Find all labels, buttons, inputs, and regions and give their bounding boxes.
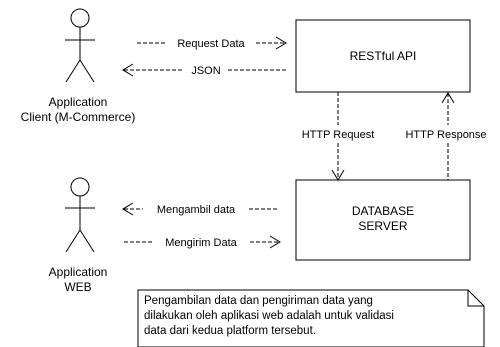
mengambil-data-label: Mengambil data — [157, 204, 236, 216]
json-label: JSON — [191, 65, 220, 77]
client-actor-icon — [65, 8, 95, 83]
rest-api-box — [295, 19, 471, 93]
mengirim-data-label-background — [164, 237, 239, 249]
note-line-2: dilakukan oleh aplikasi web adalah untuk… — [144, 310, 394, 322]
database-server-box — [295, 179, 471, 261]
json-label-background — [190, 65, 222, 77]
rest-api-label: RESTful API — [350, 49, 417, 63]
http-response-label: HTTP Response — [405, 129, 486, 141]
note-line-3: data dari kedua platform tersebut. — [144, 325, 316, 337]
database-label-line-2: SERVER — [358, 219, 407, 233]
web-actor-label-line-2: WEB — [64, 280, 91, 294]
http-request-arrow — [331, 92, 345, 181]
mengambil-data-arrow — [122, 202, 277, 216]
mengirim-data-arrow — [124, 235, 281, 249]
http-response-label-background — [404, 129, 488, 141]
mengirim-data-label: Mengirim Data — [165, 237, 237, 249]
web-actor-label-line-1: Application — [49, 265, 108, 279]
http-response-arrow — [441, 92, 455, 180]
mengambil-data-label-background — [155, 204, 238, 216]
http-request-label: HTTP Request — [302, 129, 375, 141]
client-actor-label-line-2: Client (M-Commerce) — [21, 110, 136, 124]
note-line-1: Pengambilan data dan pengiriman data yan… — [144, 295, 373, 307]
request-data-label: Request Data — [177, 38, 245, 50]
json-arrow — [122, 63, 286, 77]
http-request-label-background — [300, 129, 376, 141]
web-actor-icon — [65, 177, 95, 253]
note-shape — [137, 289, 485, 347]
database-label-line-1: DATABASE — [352, 204, 414, 218]
request-data-label-background — [176, 38, 247, 50]
request-data-arrow — [137, 36, 287, 50]
client-actor-label-line-1: Application — [49, 95, 108, 109]
